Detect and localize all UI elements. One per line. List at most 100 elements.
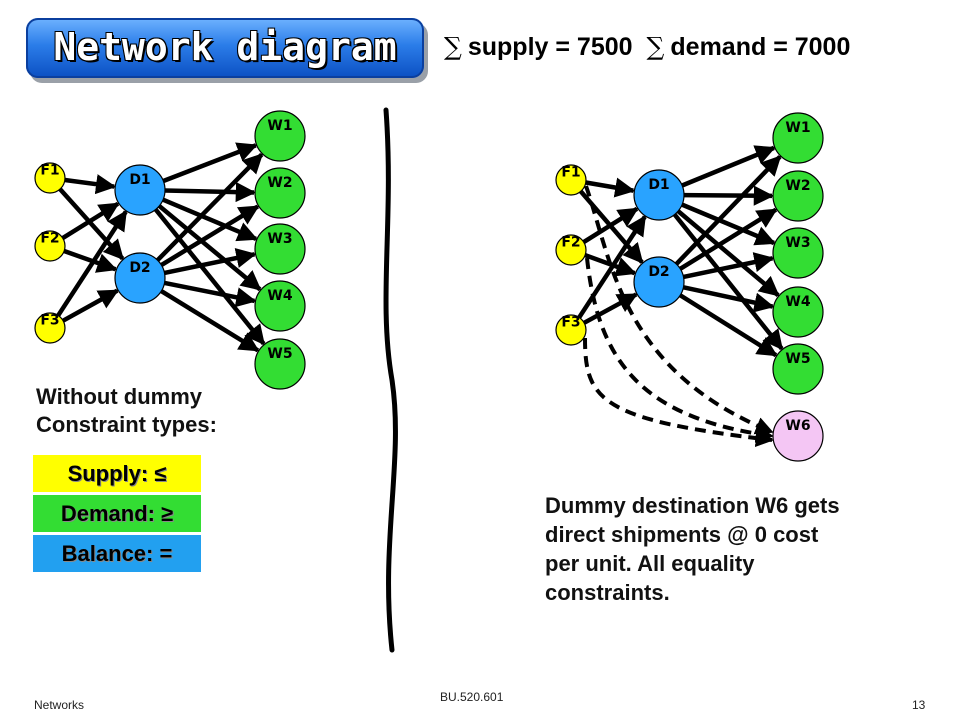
- left-node-d2-label: D2: [129, 260, 150, 276]
- right-edge-d2-w2: [679, 207, 778, 271]
- constraint-types-label: Constraint types:: [36, 412, 217, 437]
- left-node-w4: W4: [254, 280, 306, 332]
- left-node-w1: W1: [254, 110, 306, 162]
- left-node-w4-label: W4: [267, 288, 292, 304]
- left-edge-d1-w5: [153, 208, 266, 346]
- right-node-w5-label: W5: [785, 351, 810, 367]
- left-edge-d1-w4: [157, 204, 262, 292]
- left-node-w2-label: W2: [267, 175, 292, 191]
- left-edge-d2-w2: [160, 204, 260, 267]
- left-node-f3: F3: [34, 312, 66, 344]
- title-badge: Network diagram: [26, 18, 424, 78]
- right-node-w3: W3: [772, 227, 824, 279]
- right-edge-d2-w3: [683, 252, 775, 280]
- right-node-f1: F1: [555, 164, 587, 196]
- sum-symbol: ∑: [646, 32, 665, 61]
- left-node-f3-circle: [34, 312, 66, 344]
- right-node-w4: W4: [772, 286, 824, 338]
- supply-total: supply = 7500: [467, 33, 633, 61]
- left-edge-f3-d1: [56, 210, 128, 317]
- divider-line: [383, 107, 398, 653]
- left-node-f3-label: F3: [40, 312, 59, 328]
- right-edge-f1-d1: [585, 177, 636, 198]
- left-node-w5-circle: [254, 338, 306, 390]
- right-node-f3-label: F3: [561, 314, 580, 330]
- right-node-f3: F3: [555, 314, 587, 346]
- right-node-d2-label: D2: [648, 264, 669, 280]
- right-node-w3-circle: [772, 227, 824, 279]
- demand-total: demand = 7000: [670, 33, 851, 61]
- left-edge-f1-d1: [64, 174, 117, 195]
- left-node-w5: W5: [254, 338, 306, 390]
- right-node-f1-label: F1: [561, 164, 580, 180]
- right-node-f3-circle: [555, 314, 587, 346]
- left-node-w2: W2: [254, 167, 306, 219]
- right-node-w5-circle: [772, 343, 824, 395]
- left-edge-f1-d2: [58, 187, 125, 261]
- left-node-d2-circle: [114, 252, 166, 304]
- right-edge-d2-w5: [678, 293, 778, 358]
- left-node-f2: F2: [34, 230, 66, 262]
- left-node-d2: D2: [114, 252, 166, 304]
- right-node-d2-circle: [633, 256, 685, 308]
- right-node-w4-circle: [772, 286, 824, 338]
- right-node-w4-label: W4: [785, 294, 810, 310]
- left-node-f1-circle: [34, 162, 66, 194]
- right-node-w6-circle: [772, 410, 824, 462]
- right-edge-f3-d1: [577, 215, 647, 319]
- right-edge-f2-d1: [582, 206, 639, 244]
- dummy-caption: Dummy destination W6 gets direct shipmen…: [545, 493, 840, 605]
- right-edge-d1-w4: [676, 209, 780, 297]
- supply-demand-formula: ∑supply = 7500∑demand = 7000: [444, 32, 850, 62]
- right-edge-f3-d2: [583, 292, 638, 325]
- right-node-f1-circle: [555, 164, 587, 196]
- footer-center: BU.520.601: [440, 690, 504, 704]
- left-edge-d2-w4: [164, 280, 257, 308]
- left-edge-d2-w3: [164, 248, 257, 276]
- left-node-w3: W3: [254, 223, 306, 275]
- right-edge-d1-w5: [672, 213, 784, 351]
- right-node-d1: D1: [633, 169, 685, 221]
- left-edge-d1-w2: [164, 181, 257, 203]
- right-edge-d1-w1: [681, 145, 776, 188]
- dummy-edge-f2-w6: [585, 257, 774, 443]
- without-dummy-label: Without dummy: [36, 384, 202, 409]
- left-node-f2-label: F2: [40, 230, 59, 246]
- left-node-w3-circle: [254, 223, 306, 275]
- left-node-f1-label: F1: [40, 162, 59, 178]
- right-node-d2: D2: [633, 256, 685, 308]
- left-node-w5-label: W5: [267, 346, 292, 362]
- left-edge-f2-d1: [61, 201, 120, 240]
- left-edge-f2-d2: [63, 248, 118, 273]
- right-node-w2: W2: [772, 170, 824, 222]
- left-edge-d2-w1: [155, 152, 264, 262]
- page-number: 13: [912, 698, 926, 712]
- right-edge-d2-w4: [682, 285, 775, 313]
- footer-left: Networks: [34, 698, 85, 712]
- left-node-f1: F1: [34, 162, 66, 194]
- right-node-w1-circle: [772, 112, 824, 164]
- left-caption: Without dummy Constraint types:: [36, 383, 217, 439]
- page-title: Network diagram: [53, 25, 397, 69]
- right-node-w2-label: W2: [785, 178, 810, 194]
- left-edge-f3-d2: [62, 288, 120, 323]
- left-node-w2-circle: [254, 167, 306, 219]
- left-node-w1-label: W1: [267, 118, 292, 134]
- right-node-d1-circle: [633, 169, 685, 221]
- dummy-edge-f1-w6: [584, 185, 774, 435]
- left-node-w3-label: W3: [267, 231, 292, 247]
- left-node-d1: D1: [114, 164, 166, 216]
- right-node-d1-label: D1: [648, 177, 669, 193]
- left-edge-d1-w1: [162, 142, 258, 184]
- left-node-d1-circle: [114, 164, 166, 216]
- left-edge-d1-w3: [162, 197, 258, 242]
- right-node-w1-label: W1: [785, 120, 810, 136]
- right-node-w6-label: W6: [785, 418, 810, 434]
- dummy-edge-f3-w6: [583, 337, 774, 448]
- right-node-w1: W1: [772, 112, 824, 164]
- sum-symbol: ∑: [444, 32, 462, 61]
- right-node-w3-label: W3: [785, 235, 810, 251]
- left-node-d1-label: D1: [129, 172, 150, 188]
- right-node-w6: W6: [772, 410, 824, 462]
